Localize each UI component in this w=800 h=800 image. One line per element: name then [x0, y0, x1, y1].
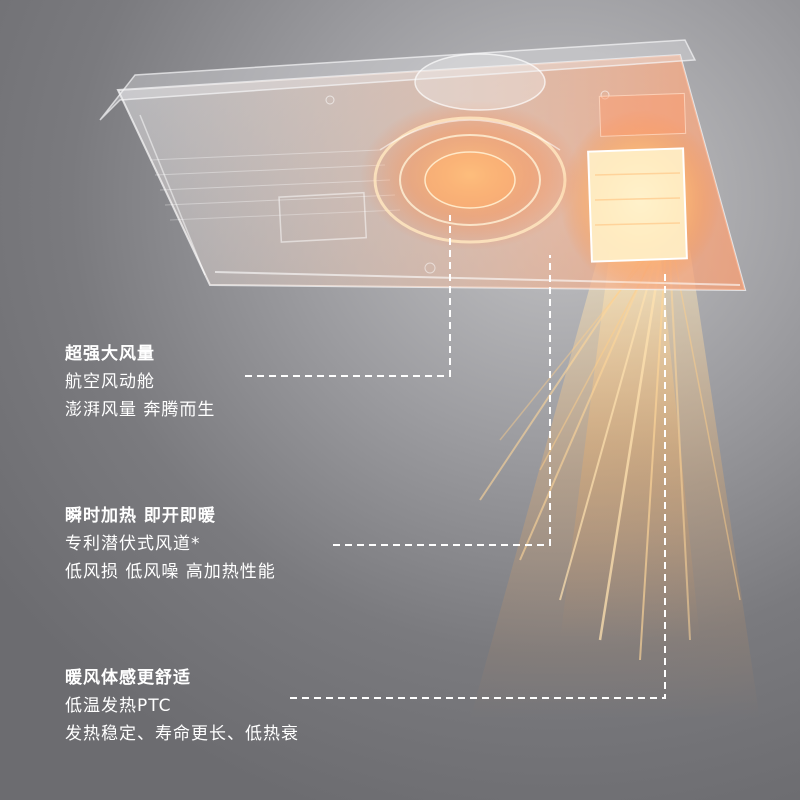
feature-line: 发热稳定、寿命更长、低热衰: [65, 724, 299, 744]
feature-line: 航空风动舱: [65, 372, 155, 392]
leader-lines: [245, 215, 666, 699]
feature-line: 低温发热PTC: [65, 696, 172, 716]
feature-line: 澎湃风量 奔腾而生: [65, 400, 216, 420]
leader-line-airflow: [245, 215, 451, 377]
fan-housing: [360, 53, 580, 250]
leader-line-heating: [333, 255, 551, 546]
warm-air-beams: [470, 250, 760, 720]
feature-title: 暖风体感更舒适: [65, 668, 191, 688]
feature-title: 超强大风量: [65, 344, 155, 364]
leader-line-ptc: [290, 270, 666, 699]
feature-title: 瞬时加热 即开即暖: [65, 506, 216, 526]
feature-line: 专利潜伏式风道*: [65, 534, 201, 554]
feature-airflow: 超强大风量 航空风动舱 澎湃风量 奔腾而生: [65, 343, 215, 421]
feature-comfort-warmth: 暖风体感更舒适 低温发热PTC 发热稳定、寿命更长、低热衰: [65, 667, 299, 745]
feature-instant-heating: 瞬时加热 即开即暖 专利潜伏式风道* 低风损 低风噪 高加热性能: [65, 505, 276, 583]
ptc-heater: [560, 92, 720, 290]
feature-line: 低风损 低风噪 高加热性能: [65, 562, 276, 582]
